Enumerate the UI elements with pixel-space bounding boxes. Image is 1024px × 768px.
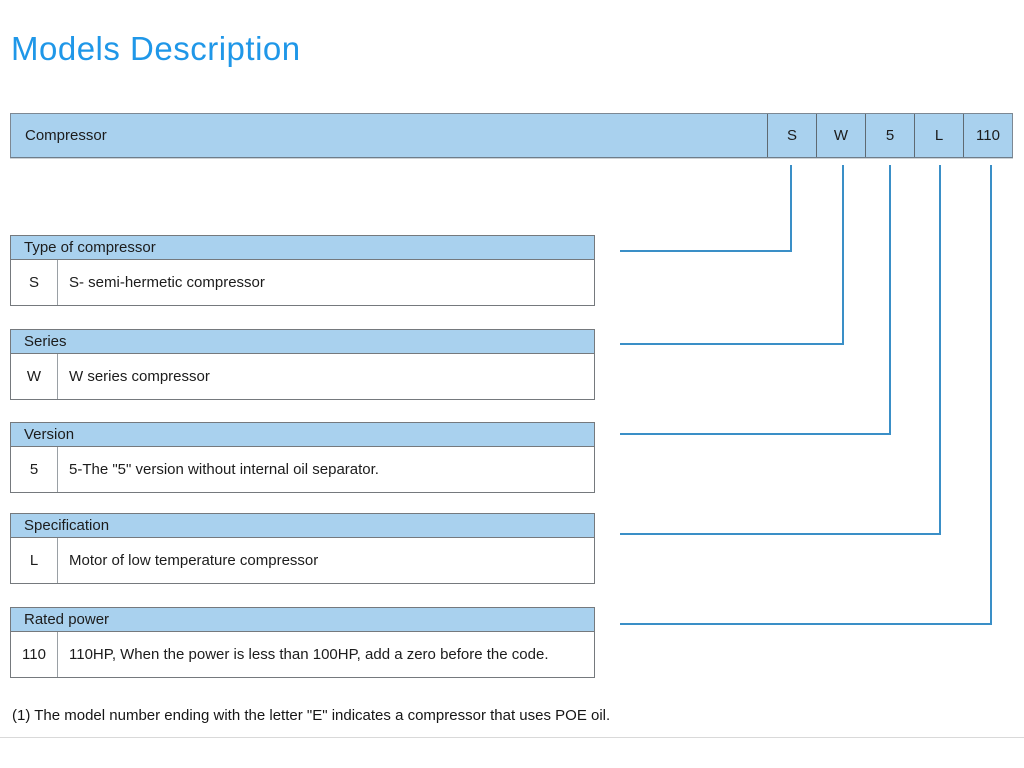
table-rated-power: Rated power 110 110HP, When the power is… — [10, 607, 595, 678]
code-cell: L — [11, 538, 58, 583]
model-code-cell-series: W — [816, 114, 865, 157]
connector-series-vertical — [842, 165, 844, 345]
table-series: Series W W series compressor — [10, 329, 595, 400]
model-code-cell-type: S — [767, 114, 816, 157]
description-cell: 5-The "5" version without internal oil s… — [69, 461, 379, 478]
connector-series-horizontal — [620, 343, 844, 345]
footnote-poe-oil: (1) The model number ending with the let… — [12, 707, 611, 724]
connector-spec-horizontal — [620, 533, 941, 535]
model-code-cell-version: 5 — [865, 114, 914, 157]
table-type-of-compressor: Type of compressor S S- semi-hermetic co… — [10, 235, 595, 306]
table-header: Specification — [11, 514, 594, 538]
connector-power-vertical — [990, 165, 992, 625]
model-number-bar: Compressor S W 5 L 110 — [10, 113, 1013, 158]
description-cell: 110HP, When the power is less than 100HP… — [69, 646, 549, 663]
table-row: 110 110HP, When the power is less than 1… — [11, 632, 594, 677]
table-row: 5 5-The "5" version without internal oil… — [11, 447, 594, 492]
model-code-cell-power: 110 — [963, 114, 1012, 157]
description-cell: S- semi-hermetic compressor — [69, 274, 265, 291]
table-header: Rated power — [11, 608, 594, 632]
model-bar-label: Compressor — [25, 127, 107, 144]
model-code-cell-spec: L — [914, 114, 963, 157]
table-version: Version 5 5-The "5" version without inte… — [10, 422, 595, 493]
connector-spec-vertical — [939, 165, 941, 535]
table-row: L Motor of low temperature compressor — [11, 538, 594, 583]
table-row: S S- semi-hermetic compressor — [11, 260, 594, 305]
code-cell: W — [11, 354, 58, 399]
table-header: Version — [11, 423, 594, 447]
bottom-divider — [0, 737, 1024, 738]
description-cell: Motor of low temperature compressor — [69, 552, 319, 569]
connector-type-vertical — [790, 165, 792, 252]
code-cell: 110 — [11, 632, 58, 677]
code-cell: S — [11, 260, 58, 305]
table-row: W W series compressor — [11, 354, 594, 399]
connector-power-horizontal — [620, 623, 992, 625]
description-cell: W series compressor — [69, 368, 210, 385]
connector-type-horizontal — [620, 250, 792, 252]
table-header: Series — [11, 330, 594, 354]
connector-version-vertical — [889, 165, 891, 435]
table-specification: Specification L Motor of low temperature… — [10, 513, 595, 584]
connector-version-horizontal — [620, 433, 891, 435]
page-title: Models Description — [11, 30, 301, 67]
code-cell: 5 — [11, 447, 58, 492]
table-header: Type of compressor — [11, 236, 594, 260]
